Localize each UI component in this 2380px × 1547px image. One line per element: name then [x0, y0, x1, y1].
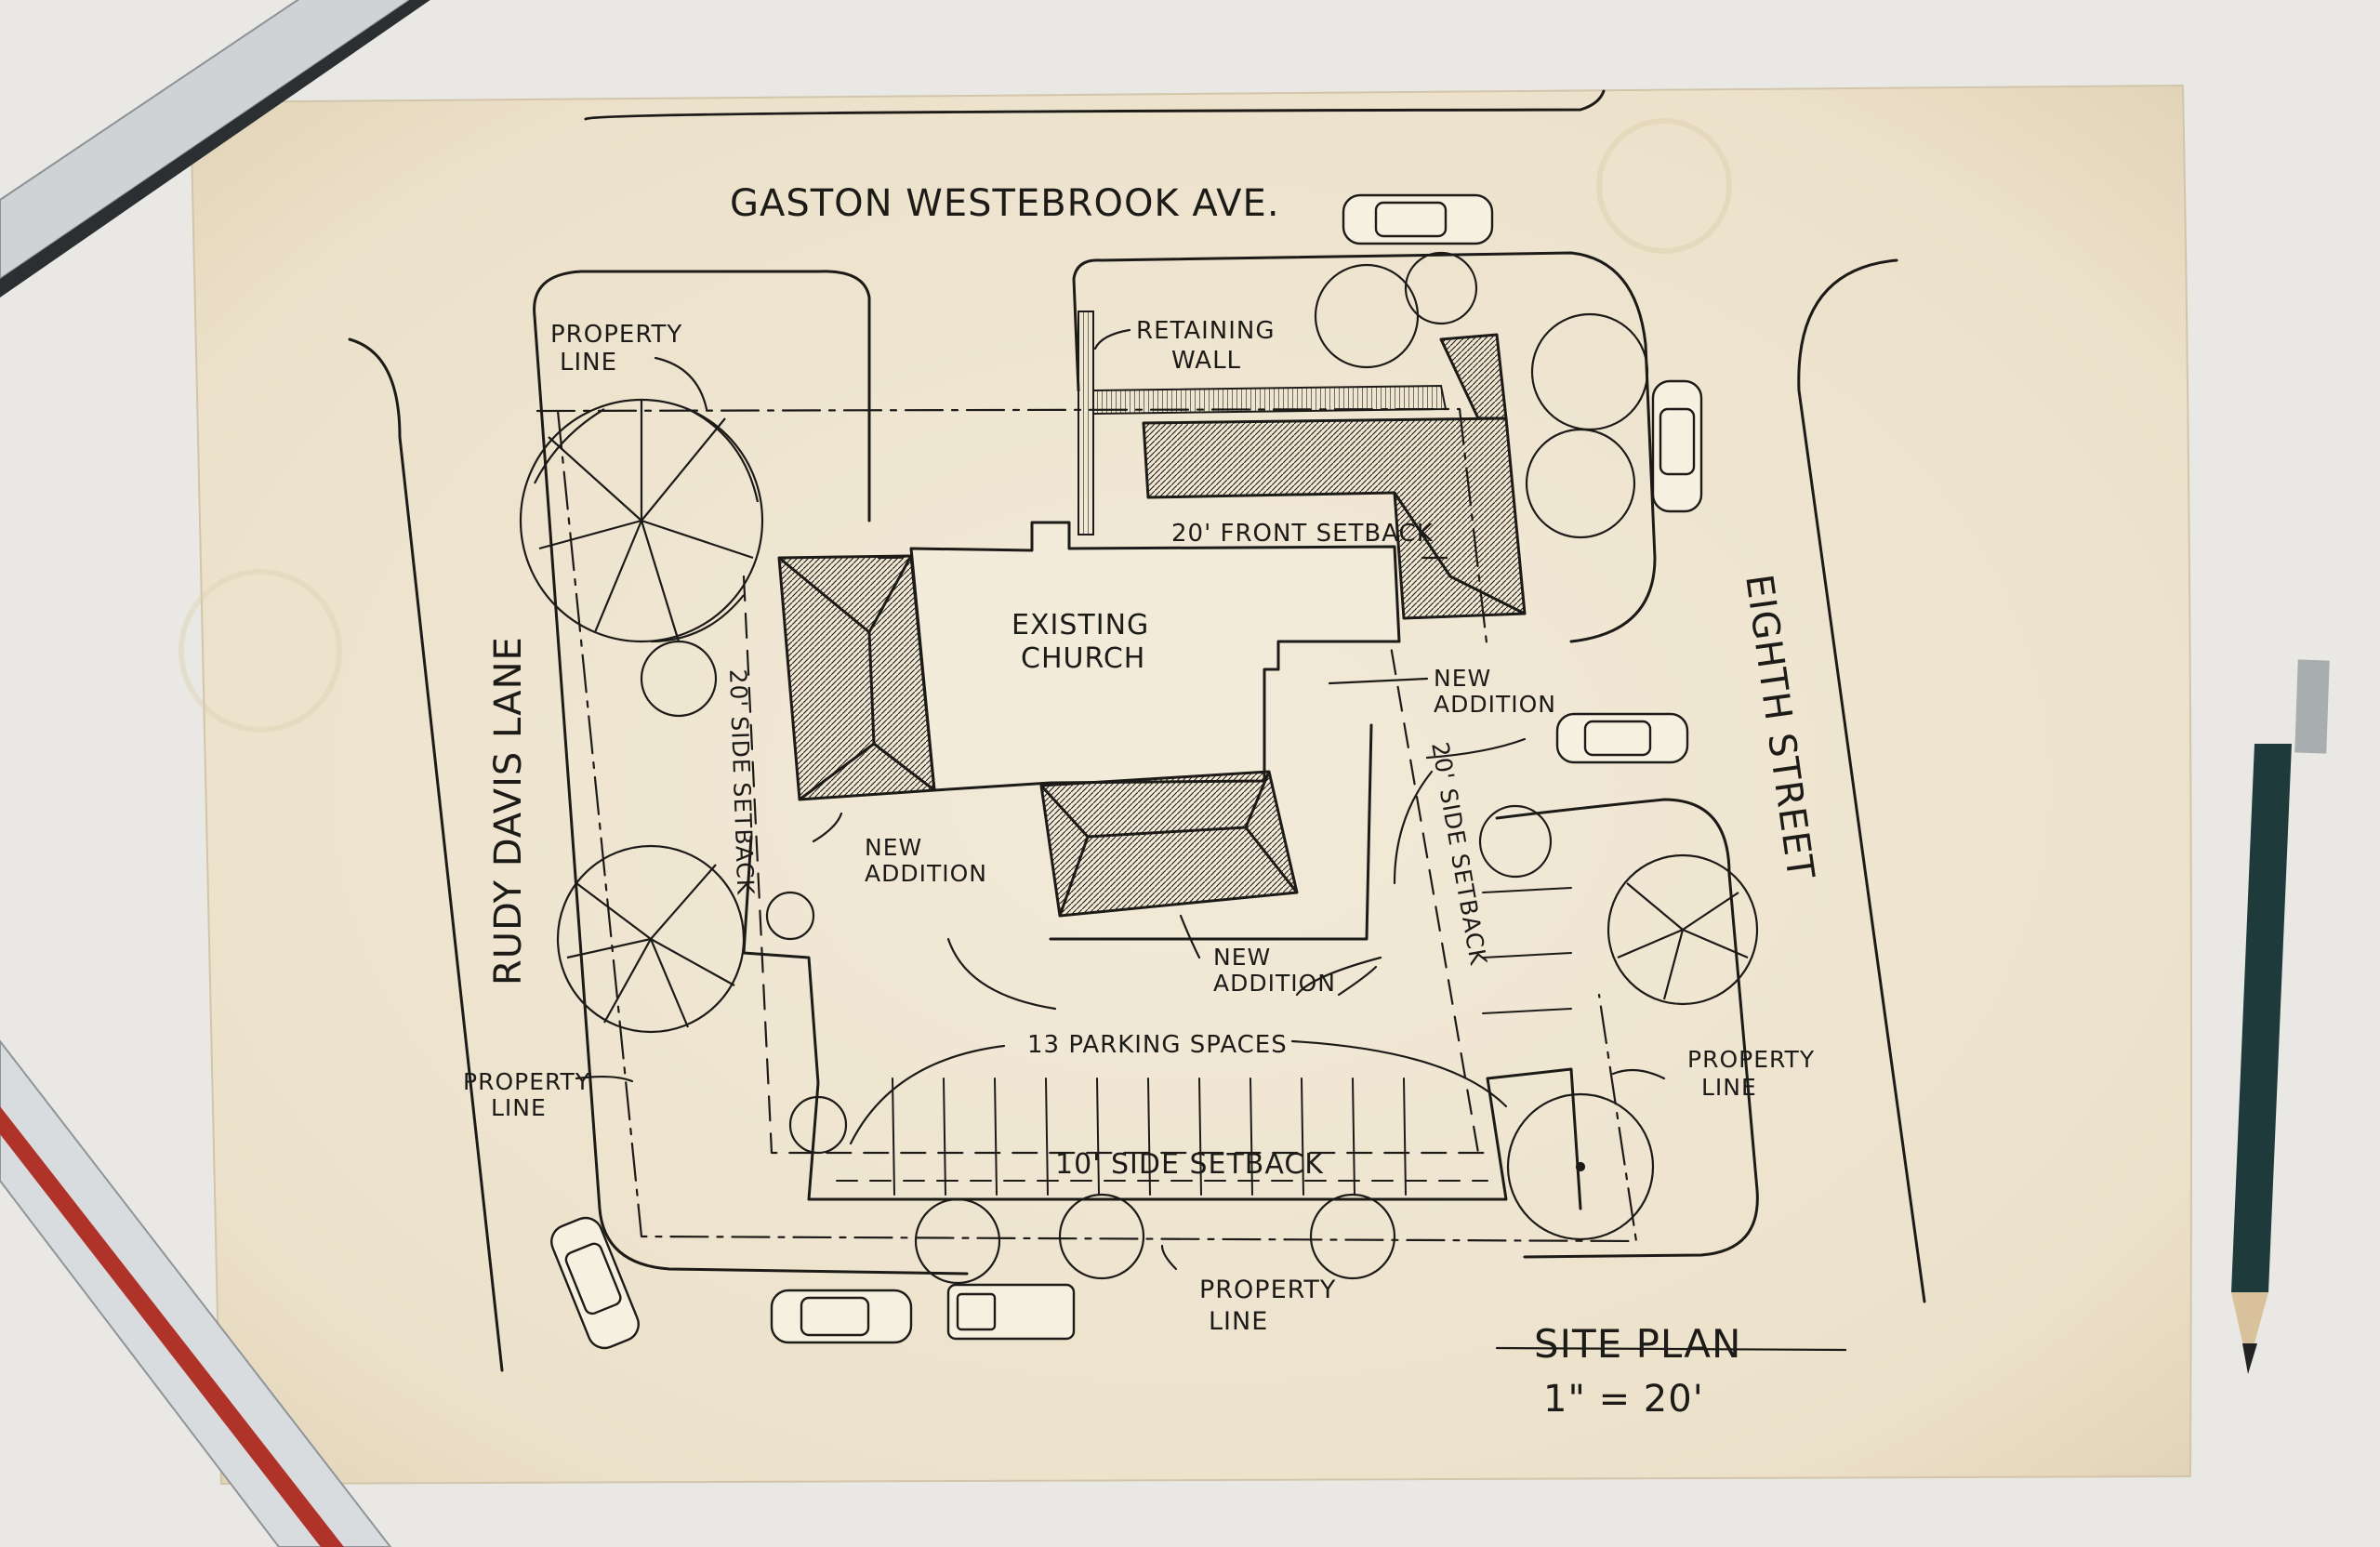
- label-new-addition-west: ADDITION: [865, 860, 987, 887]
- chimney-roof: [1439, 333, 1508, 420]
- new-addition-west: [777, 554, 936, 801]
- label-new-addition-south: NEW: [1213, 944, 1271, 971]
- label-property-line-south: LINE: [1209, 1307, 1268, 1336]
- tree-large-nw: [519, 398, 764, 643]
- paper-stain: [1596, 118, 1732, 254]
- label-new-addition-east: ADDITION: [1434, 691, 1556, 718]
- label-property-line-south: PROPERTY: [1199, 1276, 1336, 1304]
- shrub-west: [640, 640, 1553, 1155]
- retaining-wall: [1078, 311, 1094, 536]
- label-property-line-nw: LINE: [560, 349, 617, 377]
- tree-se: [1506, 1092, 1655, 1241]
- label-retaining-wall: WALL: [1171, 347, 1241, 375]
- street-name-north: GASTON WESTEBROOK AVE.: [730, 182, 1280, 225]
- block-left: [533, 270, 969, 1276]
- label-new-addition-south: ADDITION: [1213, 970, 1336, 997]
- scale-ruler-top: [0, 0, 430, 298]
- car-north: [1342, 193, 1494, 245]
- site-plan-scale: 1" = 20': [1543, 1378, 1704, 1421]
- label-retaining-wall: RETAINING: [1136, 317, 1276, 345]
- parking-lot-edge: [1049, 723, 1373, 941]
- parking-stalls: [836, 887, 1572, 1196]
- curb-east: [1797, 258, 1926, 1303]
- label-property-line-nw: PROPERTY: [550, 321, 682, 349]
- shrub-south: [914, 1193, 1396, 1285]
- label-new-addition-west: NEW: [865, 834, 922, 861]
- street-name-west: RUDY DAVIS LANE: [487, 636, 530, 985]
- car-east: [1555, 712, 1689, 764]
- tree-east: [1606, 853, 1759, 1006]
- car-southwest: [550, 1216, 640, 1350]
- paper-stain: [178, 569, 342, 733]
- shrub-ne: [1314, 251, 1649, 539]
- tree-large-w: [556, 844, 746, 1034]
- label-existing-church: EXISTING: [1012, 609, 1149, 641]
- block-right-bottom: [1495, 798, 1759, 1259]
- leader-arrows: [575, 328, 1847, 1352]
- label-property-line-west: PROPERTY: [463, 1068, 590, 1095]
- retaining-wall: [1092, 384, 1448, 416]
- label-property-line-east: PROPERTY: [1687, 1046, 1815, 1073]
- label-side-setback-south: 10' SIDE SETBACK: [1055, 1148, 1324, 1181]
- label-property-line-east: LINE: [1701, 1074, 1757, 1101]
- label-new-addition-east: NEW: [1434, 665, 1491, 692]
- block-right-top: [1072, 251, 1657, 643]
- truck-south: [946, 1283, 1076, 1341]
- site-plan-title: SITE PLAN: [1534, 1321, 1741, 1367]
- pencil: [2231, 659, 2330, 1374]
- label-property-line-west: LINE: [491, 1094, 547, 1121]
- parking-lot-edge: [742, 835, 1582, 1210]
- property-line: [536, 407, 1638, 1243]
- scale-ruler-bottom: [0, 1039, 392, 1547]
- label-front-setback: 20' FRONT SETBACK: [1171, 520, 1434, 548]
- curb-west: [348, 337, 504, 1372]
- label-existing-church: CHURCH: [1021, 642, 1145, 675]
- label-parking: 13 PARKING SPACES: [1027, 1031, 1288, 1059]
- car-south: [770, 1289, 913, 1344]
- curb-north: [584, 89, 1606, 121]
- car-east-upper: [1651, 379, 1703, 513]
